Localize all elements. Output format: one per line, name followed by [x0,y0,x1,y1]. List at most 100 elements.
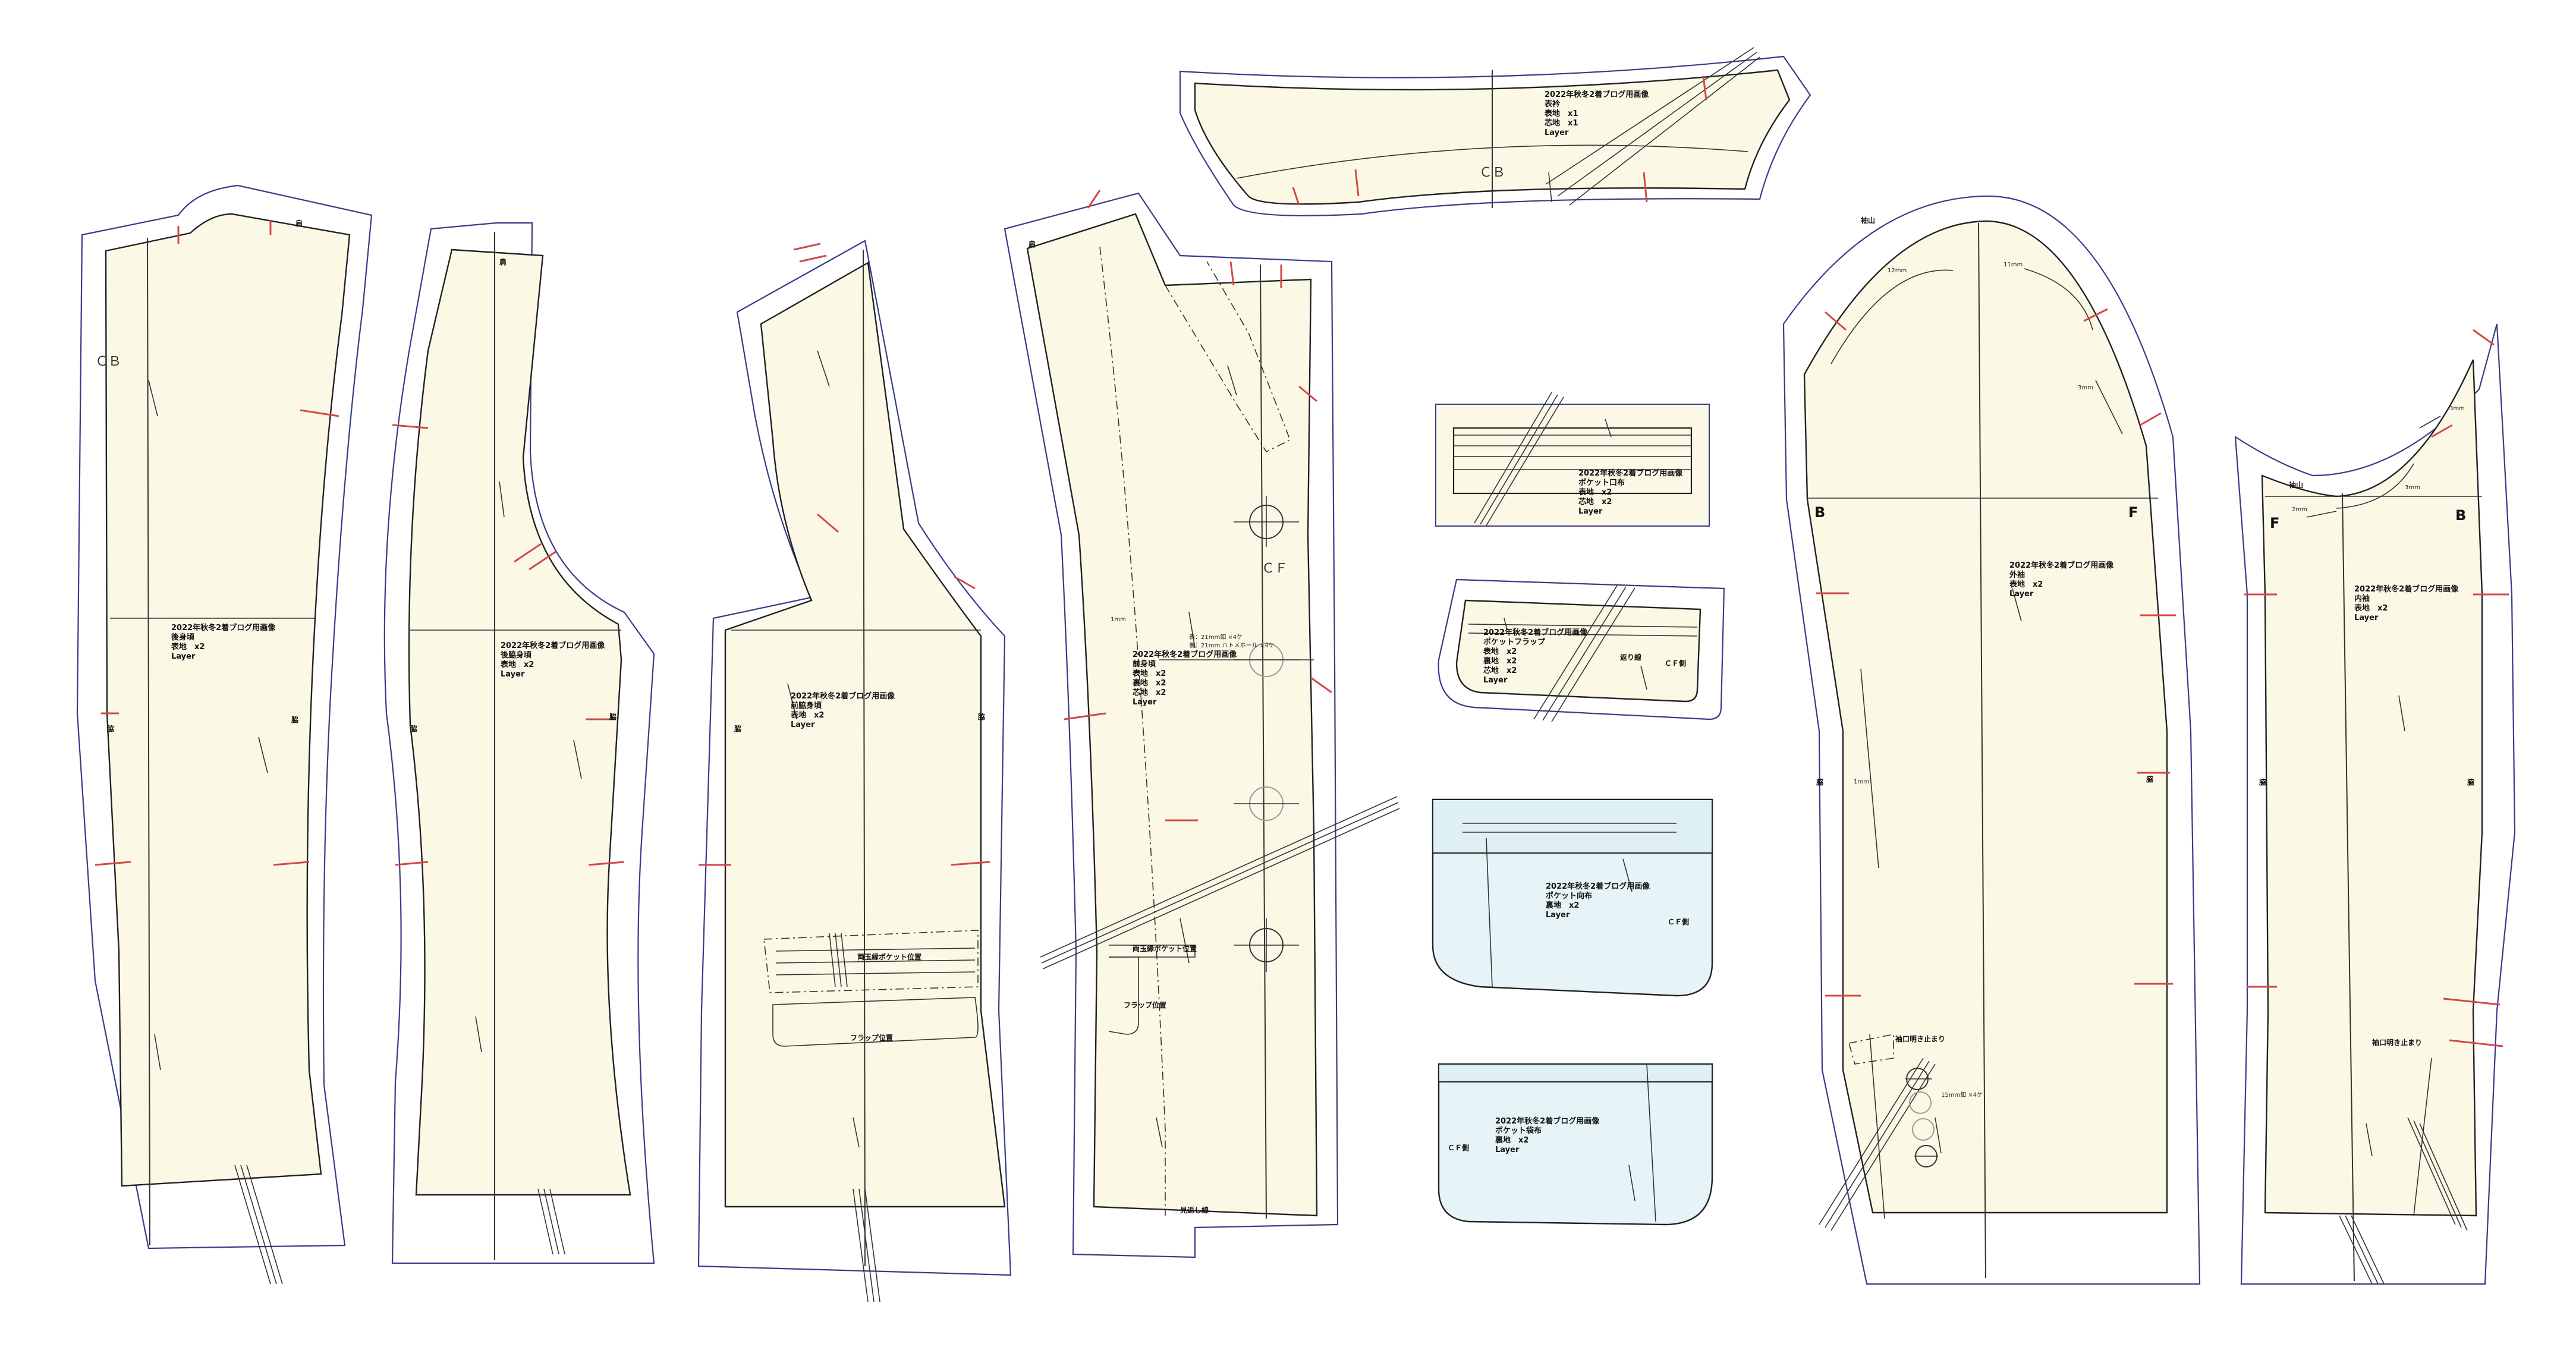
top-sleeve-piece[interactable]: B F 袖山 12mm 11mm 3mm 1mm 袖口明き止まり 15mm釦 ×… [1782,195,2201,1285]
svg-text:脇: 脇 [978,712,985,721]
back-body-side-label: 脇 [107,724,114,733]
front-side-flap-label: フラップ位置 [850,1033,893,1042]
svg-text:ポケット口布: ポケット口布 [1578,478,1625,487]
svg-text:前身頃: 前身頃 [1133,659,1156,669]
front-body-cf-label: ＣＦ [1262,561,1288,576]
svg-text:ポケット袋布: ポケット袋布 [1495,1126,1542,1135]
back-body-center-line [147,237,150,1246]
svg-text:2022年秋冬2着ブログ用画像: 2022年秋冬2着ブログ用画像 [1578,468,1683,478]
svg-text:裏地 x2: 裏地 x2 [1132,678,1166,688]
pocket-welt-piece[interactable]: 2022年秋冬2着ブログ用画像 ポケット口布 表地 x2 芯地 x2 Layer [1435,392,1710,527]
svg-text:袖山: 袖山 [2289,480,2303,489]
svg-text:肩: 肩 [1028,240,1036,248]
svg-text:2022年秋冬2着ブログ用画像: 2022年秋冬2着ブログ用画像 [1133,650,1237,659]
svg-text:後脇身頃: 後脇身頃 [501,650,532,660]
back-body-cutline [105,213,351,1187]
collar-cb-label: ＣＢ [1479,165,1505,180]
svg-text:芯地 x2: 芯地 x2 [1578,497,1612,506]
pocket-bag1-piece[interactable]: ＣＦ側 2022年秋冬2着ブログ用画像 ポケット向布 裏地 x2 Layer [1432,798,1713,997]
svg-text:Layer: Layer [2009,590,2034,599]
under-sleeve-vent: 袖口明き止まり [2372,1038,2422,1047]
front-body-buttons [1234,496,1299,972]
svg-text:Layer: Layer [1545,128,1569,137]
svg-text:Layer: Layer [1133,698,1157,707]
front-body-piece[interactable]: ＣＦ 肩 1mm 両玉縁ポケット位置 フラップ位置 見返し線 表：21mm釦 ×… [1004,190,1400,1258]
svg-text:Layer: Layer [1546,911,1570,920]
pocket-flap-fold: 返り線 [1620,653,1641,662]
svg-text:2022年秋冬2着ブログ用画像: 2022年秋冬2着ブログ用画像 [2009,561,2114,570]
back-body-layer: Layer [171,652,196,661]
svg-text:3mm: 3mm [2405,484,2420,491]
svg-text:2022年秋冬2着ブログ用画像: 2022年秋冬2着ブログ用画像 [1546,882,1650,891]
back-body-piece[interactable]: ＣＢ 肩 脇 脇 2022年秋冬2着ブログ用画像 後身頃 表地 x2 Layer [76,184,373,1285]
svg-text:表地 x1: 表地 x1 [1544,109,1578,118]
svg-text:表地 x2: 表地 x2 [500,660,534,669]
svg-text:表：21mm釦 ×4ケ: 表：21mm釦 ×4ケ [1189,633,1243,641]
svg-text:内袖: 内袖 [2354,594,2370,603]
side-back-piece[interactable]: 肩 脇 脇 2022年秋冬2着ブログ用画像 後脇身頃 表地 x2 Layer [383,222,655,1264]
top-sleeve-vent: 袖口明き止まり [1895,1034,1945,1043]
under-sleeve-f-label: F [2270,515,2279,531]
svg-text:裏地 x2: 裏地 x2 [1495,1135,1528,1145]
svg-text:表地 x2: 表地 x2 [2009,580,2043,589]
side-back-side-label2: 脇 [609,712,617,721]
front-side-piece[interactable]: 脇 脇 両玉縁ポケット位置 フラップ位置 2022年秋冬2着ブログ用画像 前脇身… [697,240,1012,1302]
svg-text:ポケット向布: ポケット向布 [1546,891,1592,901]
svg-text:Layer: Layer [1483,676,1508,685]
svg-text:裏地 x2: 裏地 x2 [1483,656,1517,666]
svg-text:表衿: 表衿 [1544,99,1560,109]
svg-text:2022年秋冬2着ブログ用画像: 2022年秋冬2着ブログ用画像 [791,691,895,701]
svg-text:2mm: 2mm [2292,506,2307,513]
svg-text:11mm: 11mm [2003,262,2023,268]
under-sleeve-piece[interactable]: F B 袖山 2mm 3mm 3mm 袖口明き止まり 脇 脇 2022年秋冬2着… [2234,323,2516,1285]
svg-text:脇: 脇 [2259,778,2266,786]
svg-text:脇: 脇 [2146,775,2153,783]
svg-text:2022年秋冬2着ブログ用画像: 2022年秋冬2着ブログ用画像 [1483,628,1588,637]
svg-text:芯地 x2: 芯地 x2 [1133,688,1166,697]
pocket-bag2-piece[interactable]: ＣＦ側 2022年秋冬2着ブログ用画像 ポケット袋布 裏地 x2 Layer [1438,1063,1713,1226]
pocket-flap-piece[interactable]: 返り線 ＣＦ側 2022年秋冬2着ブログ用画像 ポケットフラップ 表地 x2 裏… [1438,578,1725,722]
back-body-fabric1: 表地 x2 [171,642,205,652]
back-body-name: 後身頃 [171,632,195,642]
svg-text:Layer: Layer [2354,613,2379,622]
svg-text:ＣＦ側: ＣＦ側 [1668,917,1689,926]
svg-text:脇: 脇 [1816,778,1823,786]
svg-text:表地 x2: 表地 x2 [1578,487,1612,497]
svg-text:脇: 脇 [734,724,741,733]
svg-text:芯地 x2: 芯地 x2 [1483,666,1517,675]
svg-text:脇: 脇 [2467,778,2474,786]
svg-text:Layer: Layer [1578,507,1603,516]
svg-text:見返し線: 見返し線 [1180,1206,1209,1214]
back-body-side-label2: 脇 [291,715,298,724]
collar-piece[interactable]: ＣＢ 2022年秋冬2着ブログ用画像 表衿 表地 x1 芯地 x1 Layer [1179,47,1811,216]
svg-text:ＣＦ側: ＣＦ側 [1448,1143,1469,1152]
svg-text:2022年秋冬2着ブログ用画像: 2022年秋冬2着ブログ用画像 [501,641,605,650]
back-body-title: 2022年秋冬2着ブログ用画像 [171,623,276,632]
svg-text:3mm: 3mm [2449,405,2465,412]
svg-text:表地 x2: 表地 x2 [790,710,824,720]
svg-text:表地 x2: 表地 x2 [1132,669,1166,678]
svg-text:Layer: Layer [1495,1145,1520,1154]
svg-text:ポケットフラップ: ポケットフラップ [1483,637,1546,647]
top-sleeve-buttons [1905,1068,1938,1167]
svg-text:両玉縁ポケット位置: 両玉縁ポケット位置 [1133,944,1197,953]
svg-text:裏：21mm ハトメホール ×4ケ: 裏：21mm ハトメホール ×4ケ [1189,641,1275,649]
under-sleeve-b-label: B [2455,507,2466,524]
svg-text:2022年秋冬2着ブログ用画像: 2022年秋冬2着ブログ用画像 [2354,584,2459,594]
side-back-mark: 肩 [499,257,507,266]
svg-text:3mm: 3mm [2078,385,2093,391]
svg-text:Layer: Layer [501,670,525,679]
svg-text:ＣＦ側: ＣＦ側 [1665,659,1686,668]
back-body-seam-allowance [76,184,373,1250]
svg-text:裏地 x2: 裏地 x2 [1545,901,1579,910]
svg-text:外袖: 外袖 [2009,570,2025,580]
top-sleeve-f-label: F [2128,504,2138,521]
svg-text:フラップ位置: フラップ位置 [1124,1000,1166,1009]
svg-text:2022年秋冬2着ブログ用画像: 2022年秋冬2着ブログ用画像 [1545,90,1649,99]
back-body-shoulder-mark: 肩 [295,219,303,228]
svg-text:1mm: 1mm [1854,779,1869,785]
side-back-side-label: 脇 [410,724,417,733]
svg-text:前脇身頃: 前脇身頃 [791,701,822,710]
svg-text:袖山: 袖山 [1861,216,1875,225]
